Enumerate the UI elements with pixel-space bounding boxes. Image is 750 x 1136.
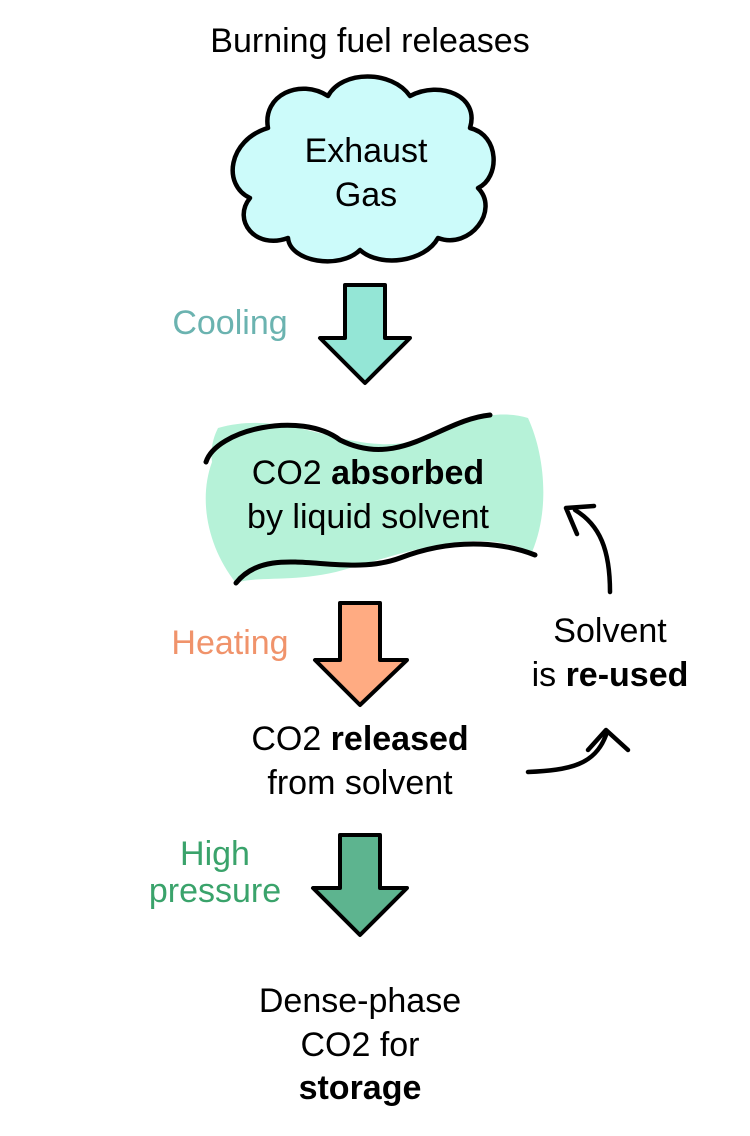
- released-bold: released: [330, 720, 469, 758]
- pressure-label-line1: High: [180, 835, 250, 873]
- absorber-bold: absorbed: [331, 454, 485, 492]
- reuse-arrow-upper: [572, 507, 613, 595]
- reuse-prefix: is: [531, 655, 566, 694]
- released-label: CO2 released from solvent: [210, 718, 510, 805]
- absorber-label: CO2 absorbed by liquid solvent: [218, 452, 518, 539]
- cooling-arrow: [318, 283, 412, 385]
- pressure-label: High pressure: [130, 836, 300, 909]
- storage-label-line2: CO2 for: [300, 1025, 420, 1064]
- reuse-arrow-upper-head: [563, 503, 597, 537]
- absorber-banner-top-edge: [203, 412, 493, 465]
- reuse-label-line2: is re-used: [505, 654, 715, 698]
- absorber-prefix: CO2: [251, 454, 332, 492]
- pressure-label-line2: pressure: [148, 871, 282, 910]
- cloud-label-line2: Gas: [334, 175, 398, 214]
- top-caption: Burning fuel releases: [210, 22, 530, 60]
- reuse-arrow-lower: [525, 732, 609, 775]
- released-label-line1: CO2 released: [210, 718, 510, 762]
- absorber-banner-shape: [205, 414, 544, 583]
- cooling-label: Cooling: [172, 304, 288, 342]
- reuse-label-line1: Solvent: [553, 612, 667, 650]
- storage-label-line1: Dense-phase: [258, 982, 462, 1020]
- reuse-bold: re-used: [565, 655, 689, 694]
- absorber-label-line1: CO2 absorbed: [218, 452, 518, 496]
- absorber-banner-bottom-edge: [233, 541, 538, 586]
- pressure-arrow: [311, 833, 409, 937]
- reuse-arrow-lower-head: [585, 727, 631, 753]
- released-label-line2: from solvent: [267, 763, 453, 802]
- heating-arrow: [313, 601, 409, 707]
- cloud-label: Exhaust Gas: [266, 130, 466, 217]
- released-prefix: CO2: [251, 720, 331, 758]
- absorber-label-line2: by liquid solvent: [247, 497, 489, 536]
- storage-label-line3: storage: [298, 1069, 422, 1108]
- reuse-label: Solvent is re-used: [505, 610, 715, 697]
- exhaust-cloud-shape: [230, 74, 496, 264]
- storage-label: Dense-phase CO2 for storage: [210, 980, 510, 1111]
- heating-label: Heating: [171, 624, 289, 662]
- cloud-label-line1: Exhaust: [304, 132, 428, 170]
